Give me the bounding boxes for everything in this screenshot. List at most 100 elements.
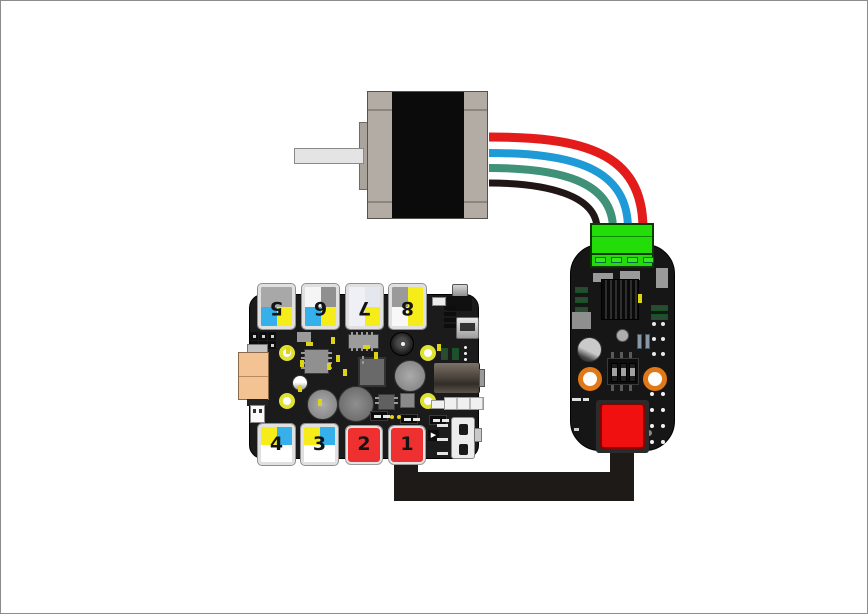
smd — [651, 314, 668, 320]
smd — [575, 287, 588, 293]
smd — [572, 312, 591, 329]
smd — [397, 415, 401, 419]
motor-wire-green-icon — [488, 164, 617, 230]
pin-header — [444, 306, 456, 328]
driver-heatsink — [601, 279, 639, 320]
port-5: 5 — [257, 283, 296, 330]
smd — [575, 297, 588, 303]
mcu-chip — [358, 356, 386, 387]
pin — [620, 385, 623, 391]
smd — [327, 363, 331, 370]
smd — [297, 332, 311, 342]
port-8-label: 8 — [400, 296, 415, 319]
ic-chip — [348, 332, 379, 351]
smd — [374, 352, 378, 359]
smd — [651, 305, 668, 311]
port-4: 4 — [257, 423, 296, 466]
smd — [363, 345, 370, 349]
smd — [441, 348, 448, 360]
pad — [437, 452, 448, 455]
motor-shaft — [294, 148, 364, 164]
port-4-label: 4 — [269, 432, 284, 455]
driver-chip — [301, 349, 332, 374]
pad — [464, 346, 467, 349]
smd — [593, 273, 613, 282]
connector-stem — [431, 400, 445, 409]
pin — [611, 352, 614, 358]
smd — [300, 360, 304, 367]
mount-hole — [279, 393, 295, 409]
power-terminal — [238, 352, 269, 400]
smd — [306, 342, 313, 346]
smd — [286, 347, 290, 354]
smd — [452, 348, 459, 360]
smd — [437, 344, 441, 351]
mount-hole — [643, 367, 667, 391]
pad — [650, 392, 654, 396]
pad — [464, 352, 467, 355]
pad — [650, 408, 654, 412]
smd — [400, 393, 415, 408]
smd — [656, 268, 668, 288]
pad — [437, 438, 448, 441]
pad — [650, 440, 654, 444]
motor-body-core — [392, 92, 464, 218]
mount-hole — [420, 345, 436, 361]
port-3-label: 3 — [312, 432, 327, 455]
pin — [629, 385, 632, 391]
smd — [331, 337, 335, 344]
capacitor — [338, 386, 374, 422]
port-8: 8 — [388, 283, 427, 330]
buzzer — [390, 332, 414, 356]
pad — [464, 358, 467, 361]
motor-wire-black-icon — [488, 179, 601, 230]
port-6-label: 6 — [313, 296, 328, 319]
capacitor — [394, 360, 426, 392]
terminal-block — [590, 223, 654, 255]
rj25-cable — [394, 472, 634, 501]
capacitor — [577, 337, 602, 362]
dip-switch — [607, 358, 639, 385]
smd — [390, 415, 394, 419]
capacitor — [307, 389, 338, 420]
pad — [652, 337, 665, 341]
pad — [652, 322, 665, 326]
port-1-label: 1 — [400, 433, 414, 456]
pin — [620, 352, 623, 358]
pad — [652, 352, 665, 356]
usb-slot — [460, 323, 475, 331]
terminal-block-base — [590, 255, 654, 268]
power-switch — [451, 417, 475, 459]
motor-wire-red-icon — [488, 132, 648, 230]
arrow-mark-icon: ▶ — [428, 430, 439, 441]
smd — [645, 334, 650, 349]
port-7: 7 — [345, 283, 384, 330]
stepper-motor — [367, 91, 488, 219]
jumper — [370, 411, 388, 421]
port-2: 2 — [345, 425, 383, 465]
pin — [611, 385, 614, 391]
micro-usb-port — [456, 317, 479, 339]
barrel-jack-tip — [479, 369, 485, 387]
rj25-socket — [600, 403, 645, 449]
ic-chip — [375, 394, 398, 410]
smd — [318, 399, 322, 406]
smd — [638, 294, 642, 303]
smd — [432, 297, 446, 306]
port-1: 1 — [388, 425, 426, 465]
switch-tab — [474, 428, 482, 442]
aux-connector — [250, 405, 265, 423]
motor-wire-blue-icon — [488, 149, 632, 230]
pad — [661, 440, 665, 444]
mount-hole — [578, 367, 602, 391]
jumper — [400, 414, 418, 424]
smd — [637, 334, 642, 349]
pin — [629, 352, 632, 358]
switch-hole — [459, 444, 468, 455]
switch-hole — [459, 424, 468, 435]
pad — [661, 392, 665, 396]
pad — [437, 424, 448, 427]
barrel-jack — [433, 362, 480, 394]
port-2-label: 2 — [357, 433, 371, 456]
pad — [583, 398, 589, 401]
